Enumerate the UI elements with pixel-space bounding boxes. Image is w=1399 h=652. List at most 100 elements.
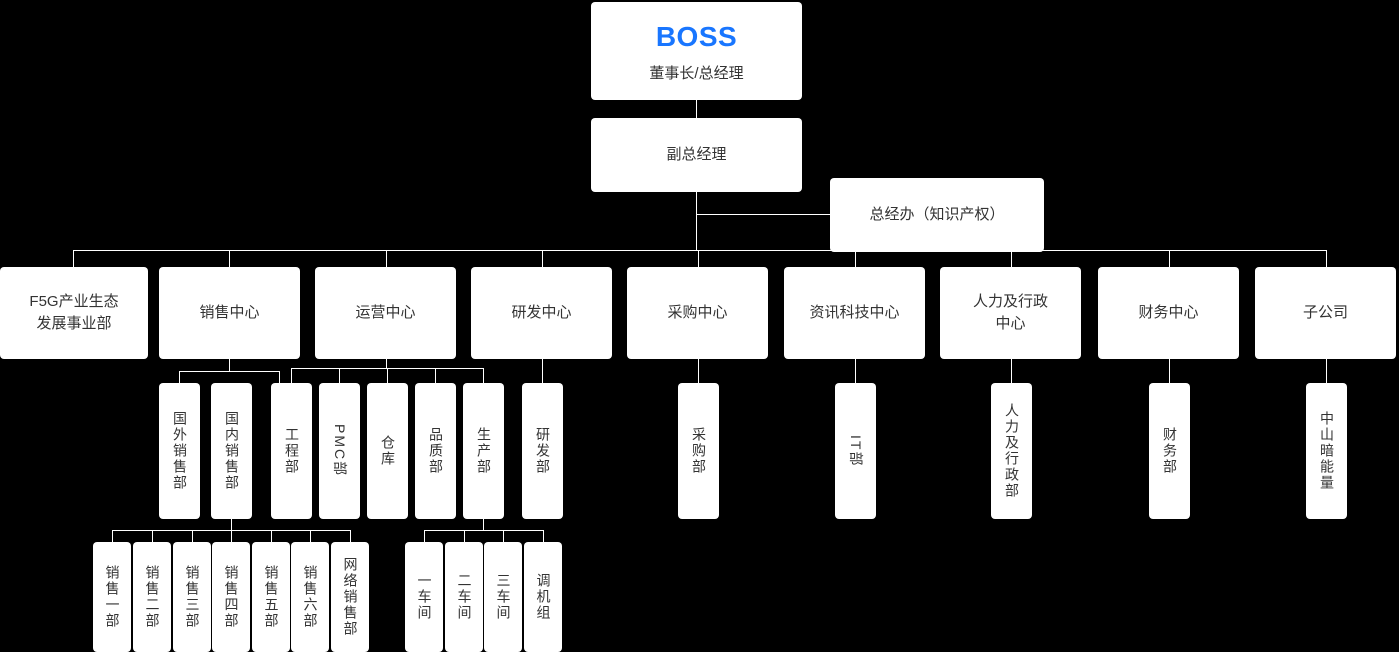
connector-stem-l3-0: [73, 250, 74, 267]
node-foreign-sales-dept[interactable]: 国外销售部: [159, 383, 200, 519]
node-label: 研发部: [534, 427, 551, 475]
node-label-line1: F5G产业生态: [29, 293, 119, 311]
node-gm-office[interactable]: 总经办（知识产权）: [830, 178, 1044, 252]
node-label: 采购中心: [667, 304, 728, 322]
connector-stem-online-sales: [350, 530, 351, 542]
connector-stem-pmc: [339, 368, 340, 383]
node-sales-dept-5[interactable]: 销售五部: [252, 542, 290, 652]
node-online-sales-dept[interactable]: 网络销售部: [331, 542, 369, 652]
node-label: 财务中心: [1138, 304, 1199, 322]
node-sales-dept-2[interactable]: 销售二部: [133, 542, 171, 652]
connector-stem-l3-8: [1326, 250, 1327, 267]
node-label: IT部: [847, 434, 864, 468]
node-label: 国外销售部: [171, 411, 188, 491]
node-it-center[interactable]: 资讯科技中心: [784, 267, 925, 359]
connector-stem-warehouse: [387, 368, 388, 383]
node-boss[interactable]: BOSS 董事长/总经理: [591, 2, 802, 100]
node-label: 总经办（知识产权）: [869, 206, 1005, 224]
connector-stem-l3-4: [698, 250, 699, 267]
node-label: 品质部: [427, 427, 444, 475]
node-finance-center[interactable]: 财务中心: [1098, 267, 1239, 359]
node-purchasing-center[interactable]: 采购中心: [627, 267, 768, 359]
node-label: 资讯科技中心: [809, 304, 900, 322]
connector-stem-sales-2: [152, 530, 153, 542]
node-sales-center[interactable]: 销售中心: [159, 267, 300, 359]
node-label: 人力及行政部: [1003, 403, 1020, 499]
connector-sales-center-bus: [179, 371, 279, 372]
node-hr-admin-center[interactable]: 人力及行政 中心: [940, 267, 1081, 359]
node-label: 销售一部: [104, 565, 121, 629]
node-deputy-gm[interactable]: 副总经理: [591, 118, 802, 192]
node-engineering-dept[interactable]: 工程部: [271, 383, 312, 519]
connector-boss-to-deputy: [696, 100, 697, 118]
connector-stem-production: [483, 368, 484, 383]
connector-hr-center-down: [1011, 359, 1012, 383]
node-sales-dept-1[interactable]: 销售一部: [93, 542, 131, 652]
node-label: 网络销售部: [342, 557, 359, 637]
connector-stem-sales-1: [112, 530, 113, 542]
connector-stem-l3-2: [386, 250, 387, 267]
node-finance-dept[interactable]: 财务部: [1149, 383, 1190, 519]
node-label: 销售三部: [184, 565, 201, 629]
node-zhongshan-dark-energy[interactable]: 中山暗能量: [1306, 383, 1347, 519]
node-purchasing-dept[interactable]: 采购部: [678, 383, 719, 519]
node-it-dept[interactable]: IT部: [835, 383, 876, 519]
connector-stem-sales-6: [310, 530, 311, 542]
node-label: 二车间: [456, 573, 473, 621]
connector-rd-center-down: [542, 359, 543, 383]
connector-stem-quality: [435, 368, 436, 383]
node-label: 销售五部: [263, 565, 280, 629]
node-rd-center[interactable]: 研发中心: [471, 267, 612, 359]
boss-title: BOSS: [655, 20, 738, 52]
node-pmc-dept[interactable]: PMC部: [319, 383, 360, 519]
node-label: 副总经理: [666, 146, 727, 164]
node-workshop-3[interactable]: 三车间: [484, 542, 522, 652]
node-label: 调机组: [535, 573, 552, 621]
connector-stem-tuning: [543, 530, 544, 542]
connector-deputy-down: [696, 192, 697, 250]
connector-stem-l3-6: [1011, 250, 1012, 267]
node-label: 销售二部: [144, 565, 161, 629]
node-label: 三车间: [495, 573, 512, 621]
node-label-line1: 人力及行政: [972, 293, 1048, 311]
node-quality-dept[interactable]: 品质部: [415, 383, 456, 519]
connector-stem-workshop-2: [464, 530, 465, 542]
node-label: 中山暗能量: [1318, 411, 1335, 491]
node-production-dept[interactable]: 生产部: [463, 383, 504, 519]
node-label: 研发中心: [511, 304, 572, 322]
node-label: 子公司: [1302, 304, 1348, 322]
node-workshop-2[interactable]: 二车间: [445, 542, 483, 652]
connector-stem-l3-7: [1169, 250, 1170, 267]
node-subsidiary[interactable]: 子公司: [1255, 267, 1396, 359]
connector-stem-domestic-sales: [279, 371, 280, 383]
connector-sales-center-down: [229, 359, 230, 371]
connector-stem-workshop-1: [424, 530, 425, 542]
node-label: 销售中心: [199, 304, 260, 322]
node-operations-center[interactable]: 运营中心: [315, 267, 456, 359]
connector-stem-l3-5: [855, 250, 856, 267]
node-tuning-group[interactable]: 调机组: [524, 542, 562, 652]
node-domestic-sales-dept[interactable]: 国内销售部: [211, 383, 252, 519]
connector-stem-l3-3: [542, 250, 543, 267]
connector-level3-bus: [73, 250, 1326, 251]
node-rd-dept[interactable]: 研发部: [522, 383, 563, 519]
node-sales-dept-6[interactable]: 销售六部: [291, 542, 329, 652]
node-hr-admin-dept[interactable]: 人力及行政部: [991, 383, 1032, 519]
connector-stem-sales-4: [231, 530, 232, 542]
connector-stem-workshop-3: [503, 530, 504, 542]
connector-workshop-bus: [424, 530, 543, 531]
node-warehouse[interactable]: 仓库: [367, 383, 408, 519]
node-f5g-division[interactable]: F5G产业生态 发展事业部: [0, 267, 148, 359]
node-label: 国内销售部: [223, 411, 240, 491]
node-workshop-1[interactable]: 一车间: [405, 542, 443, 652]
node-label: 销售六部: [302, 565, 319, 629]
connector-finance-center-down: [1169, 359, 1170, 383]
connector-production-down: [483, 519, 484, 530]
connector-subsidiary-down: [1326, 359, 1327, 383]
node-label-line2: 发展事业部: [36, 315, 112, 332]
node-sales-dept-3[interactable]: 销售三部: [173, 542, 211, 652]
node-label: 销售四部: [223, 565, 240, 629]
connector-stem-sales-3: [192, 530, 193, 542]
connector-domestic-sales-down: [231, 519, 232, 530]
node-sales-dept-4[interactable]: 销售四部: [212, 542, 250, 652]
